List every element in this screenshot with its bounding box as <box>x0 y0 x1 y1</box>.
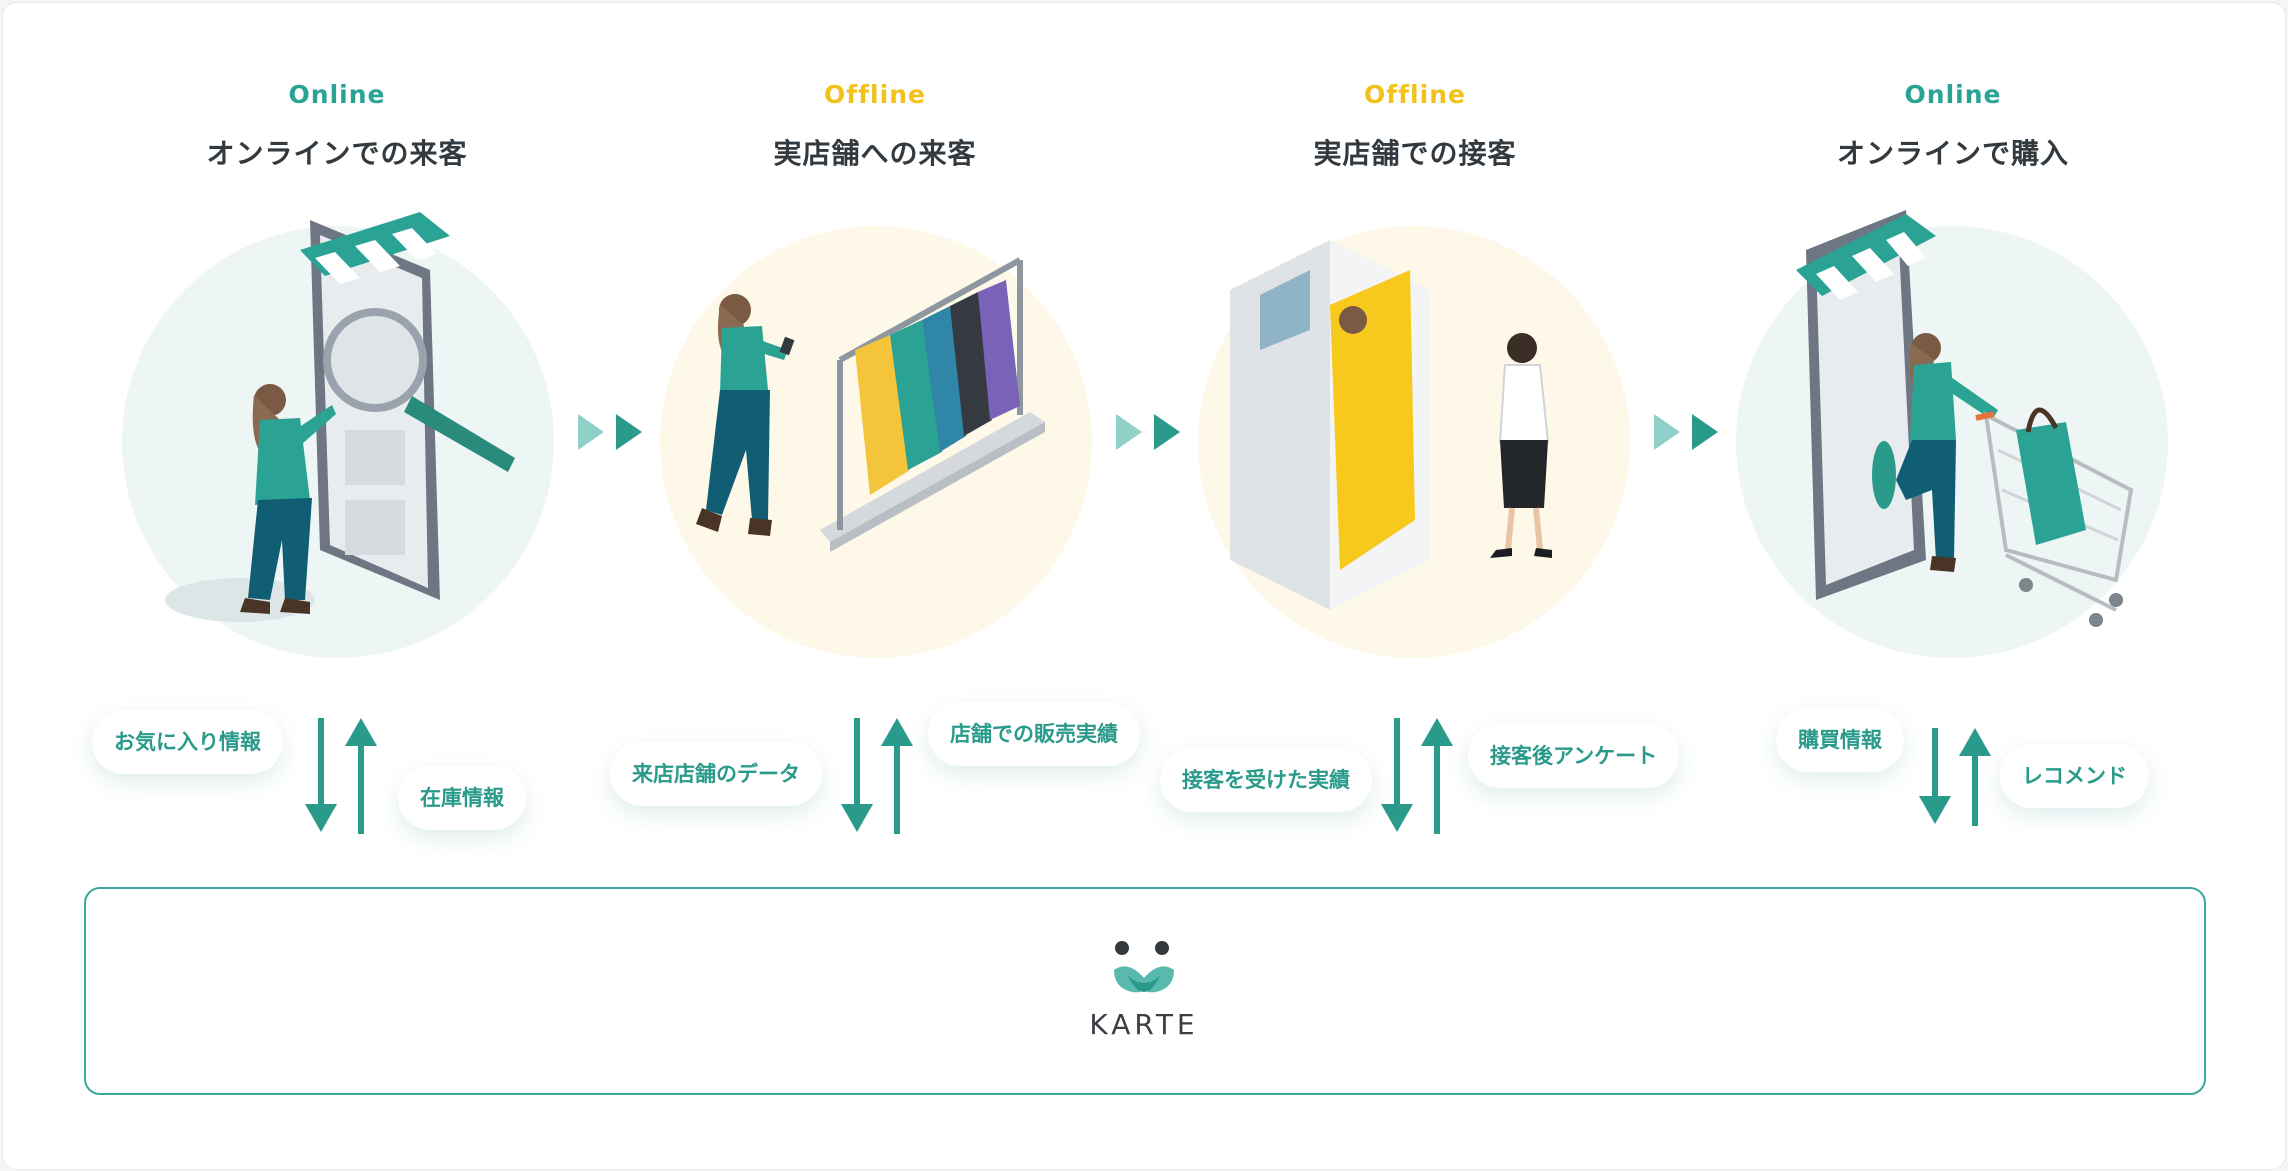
karte-wordmark: KARTE <box>1089 1008 1199 1041</box>
stage-4-channel: Online <box>1904 80 2002 109</box>
karte-logo-icon <box>1114 941 1174 993</box>
post-service-survey-label: 接客後アンケート <box>1468 724 1680 788</box>
purchase-info-label: 購買情報 <box>1776 708 1904 772</box>
service-record-label: 接客を受けた実績 <box>1160 748 1372 812</box>
stage-1-channel: Online <box>288 80 386 109</box>
favorites-info-label: お気に入り情報 <box>92 710 283 774</box>
stage-3-channel: Offline <box>1364 80 1466 109</box>
down-arrow-icon <box>841 718 873 832</box>
online-purchase-illustration <box>1796 210 2134 627</box>
online-browsing-illustration <box>165 212 515 622</box>
up-arrow-icon <box>1959 728 1991 826</box>
stage-1-title: オンラインでの来客 <box>206 137 468 170</box>
down-arrow-icon <box>1919 728 1951 824</box>
up-arrow-icon <box>881 718 913 834</box>
recommend-label: レコメンド <box>2000 744 2149 808</box>
stage-2-title: 実店舗への来客 <box>773 137 977 170</box>
down-arrow-icon <box>1381 718 1413 832</box>
chevron-right-icon <box>578 414 642 450</box>
up-arrow-icon <box>1421 718 1453 834</box>
chevron-right-icon <box>1116 414 1180 450</box>
down-arrow-icon <box>305 718 337 832</box>
visited-store-data-label: 来店店舗のデータ <box>610 742 822 806</box>
stage-2-channel: Offline <box>824 80 926 109</box>
stage-4-title: オンラインで購入 <box>1836 137 2069 170</box>
store-visit-illustration <box>696 257 1045 552</box>
up-arrow-icon <box>345 718 377 834</box>
chevron-right-icon <box>1654 414 1718 450</box>
stage-3-title: 実店舗での接客 <box>1313 137 1517 170</box>
inventory-info-label: 在庫情報 <box>398 766 526 830</box>
store-sales-record-label: 店舗での販売実績 <box>928 702 1140 766</box>
in-store-service-illustration <box>1230 240 1552 610</box>
